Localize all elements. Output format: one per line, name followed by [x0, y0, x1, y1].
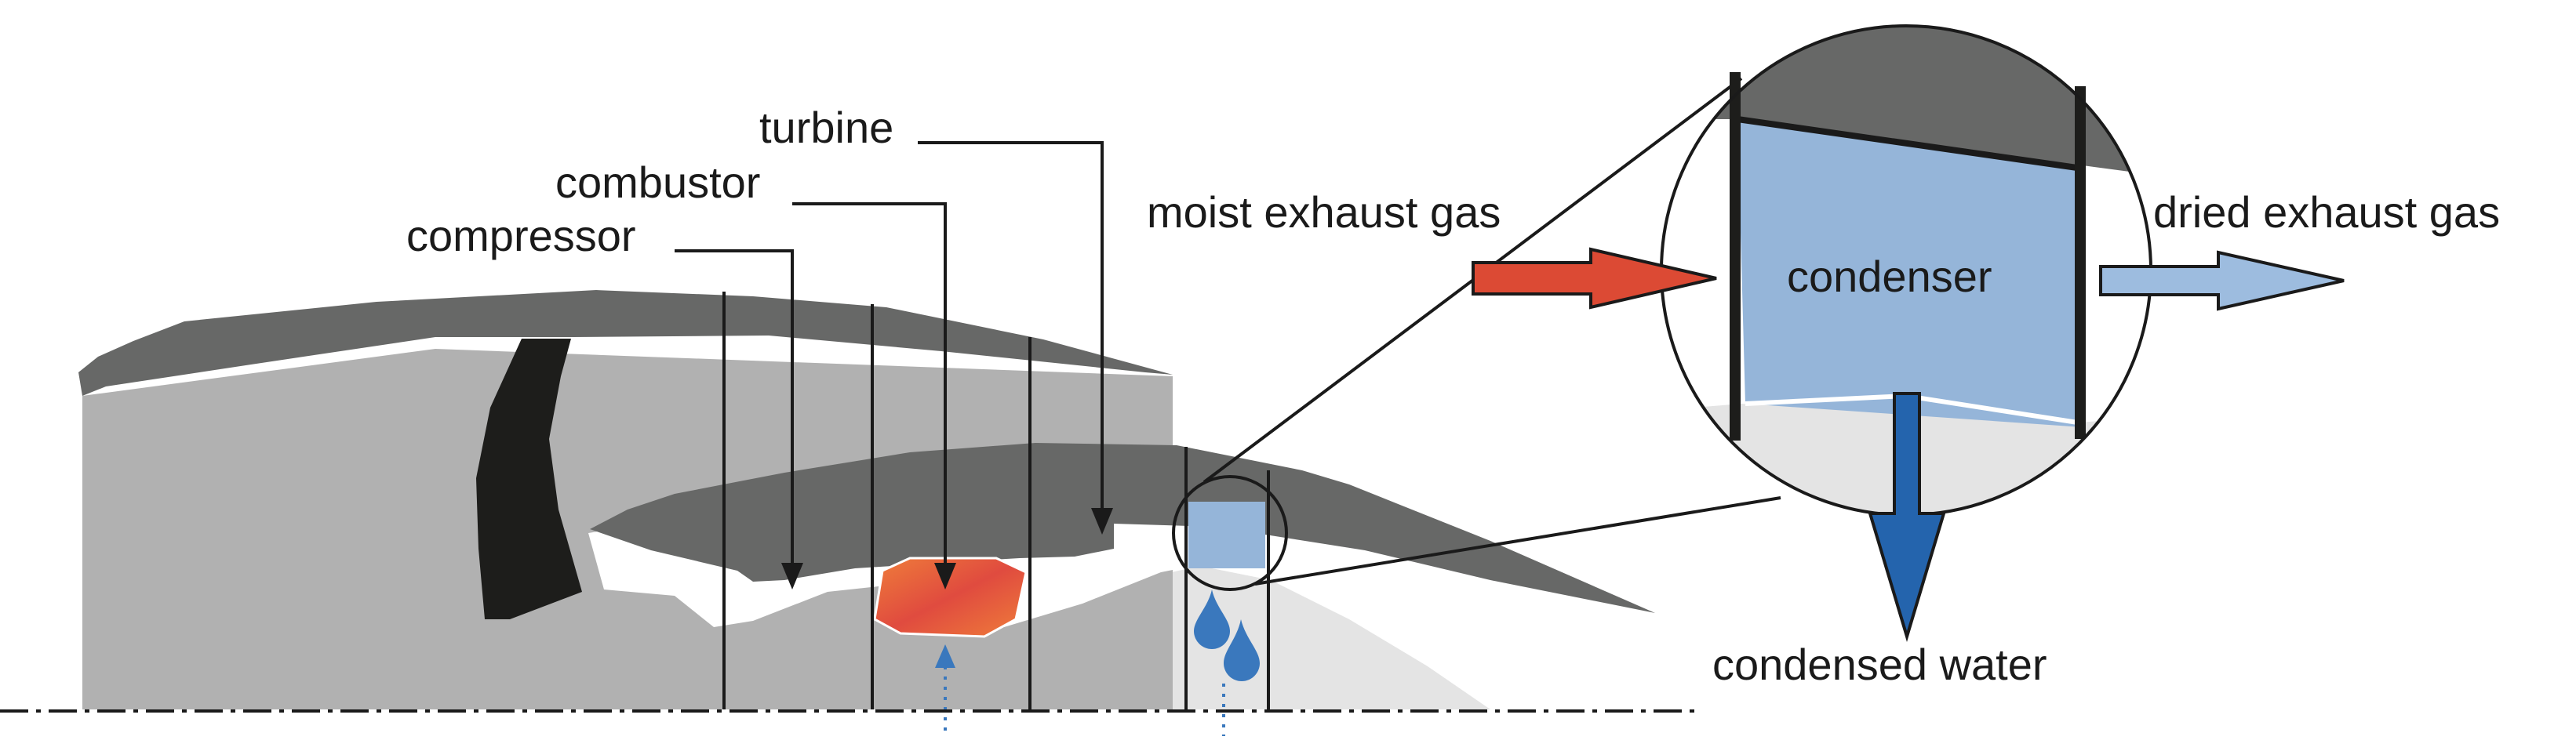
compressor-arrowhead: [781, 563, 803, 589]
turbine-arrowhead: [1091, 508, 1113, 535]
small-condenser: [1188, 502, 1265, 568]
combustor-arrowhead: [934, 563, 956, 589]
condenser-label: condenser: [1787, 252, 1992, 301]
compressor-label: compressor: [406, 211, 636, 260]
water-droplet: [1224, 619, 1260, 681]
leader-lines: [675, 141, 1104, 564]
section-lines: [722, 292, 1270, 709]
turbine-label: turbine: [759, 103, 893, 152]
condenser-walls: [1730, 72, 2086, 441]
dried-exhaust-arrow: [2099, 250, 2345, 311]
fuel-flow-arrowhead: [935, 644, 955, 668]
condensed-water-arrow: [1868, 392, 1946, 642]
moist-exhaust-arrow: [1472, 247, 1717, 310]
moist-exhaust-gas-label: moist exhaust gas: [1147, 187, 1501, 237]
leader-arrowheads: [781, 508, 1113, 589]
dried-exhaust-gas-label: dried exhaust gas: [2153, 187, 2500, 237]
water-droplet: [1194, 589, 1230, 649]
combustor-label: combustor: [555, 158, 760, 207]
engine-core: [476, 339, 582, 619]
condensed-water-label: condensed water: [1712, 640, 2047, 689]
combustor-flame: [873, 557, 1028, 638]
engine-shell-top: [78, 290, 1173, 396]
inner-casing: [590, 443, 1655, 613]
small-condenser-circle: [1172, 475, 1288, 591]
